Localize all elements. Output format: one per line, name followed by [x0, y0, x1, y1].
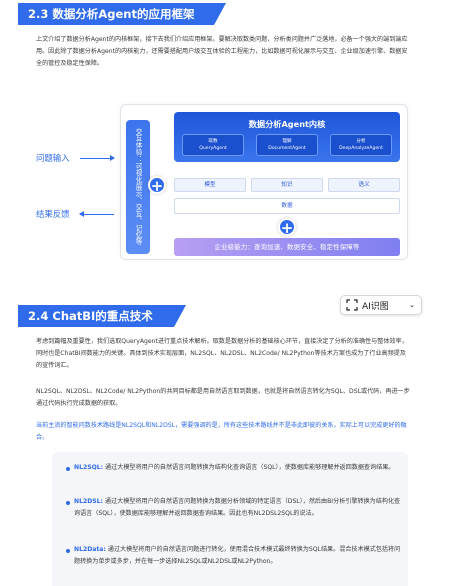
ai-widget-label: AI识图 — [362, 301, 389, 312]
ai-image-recognition-button[interactable]: AI识图 ⌄ — [340, 295, 422, 315]
document-agent-en: DocumentAgent — [268, 146, 306, 151]
bullet-text: 通过大模型将用户的自然语言问题进行转化，使用混合技术模式最终转换为SQL结果。混… — [74, 546, 401, 566]
model-module: 模型 — [174, 178, 246, 192]
bullet-text: 通过大模型将用户的自然语言问题转换为数据分析领域的特定语言（DSL），然后由BI… — [74, 498, 401, 518]
agent-kernel-box: 数据分析Agent内核 取数 QueryAgent 理解 DocumentAge… — [174, 112, 400, 162]
section-2-4-paragraph-2: NL2SQL、NL2DSL、NL2Code/ NL2Python的共同目标都是用… — [36, 388, 410, 408]
enterprise-capability-bar: 企业级能力：查询加速、数据安全、稳定性保障等 — [174, 238, 400, 256]
section-2-4-highlight: 当前主流的智能问数技术路线是NL2SQL和NL2DSL，需要强调的是，所有这些技… — [36, 422, 407, 442]
input-arrow — [80, 154, 115, 162]
tech-routes-box: NL2SQL: 通过大模型将用户的自然语言问题转换为结构化查询语言（SQL），使… — [52, 452, 408, 586]
plus-icon-2: + — [278, 218, 296, 237]
feedback-arrow — [79, 210, 114, 218]
bullet-term: NL2Data: — [74, 546, 106, 553]
section-heading-2-3: 2.3 数据分析Agent的应用框架 — [18, 3, 226, 25]
data-layer: 数据 — [174, 198, 400, 214]
section-2-3-paragraph: 上文介绍了数据分析Agent的内核框架，接下去我们介绍应用框架。要解决取数类问题… — [36, 36, 408, 68]
document-agent-card: 理解 DocumentAgent — [256, 134, 318, 156]
deep-analyze-agent-card: 分析 DeepAnalyzeAgent — [330, 134, 392, 156]
list-item: NL2DSL: 通过大模型将用户的自然语言问题转换为数据分析领域的特定语言（DS… — [66, 496, 402, 521]
bullet-dot — [66, 466, 70, 471]
knowledge-module: 知识 — [251, 178, 323, 192]
scan-icon — [346, 299, 358, 311]
bullet-dot — [66, 548, 70, 553]
question-input-label: 问题输入 — [36, 153, 70, 163]
list-item: NL2SQL: 通过大模型将用户的自然语言问题转换为结构化查询语言（SQL），使… — [66, 462, 402, 474]
interaction-experience-bar: 交互体验：可视化展示、交互、记忆等 — [126, 120, 150, 254]
query-agent-card: 取数 QueryAgent — [182, 134, 244, 156]
deep-analyze-agent-en: DeepAnalyzeAgent — [339, 146, 383, 151]
section-2-4-paragraph-1: 考虑到篇幅及重要性，我们选取QueryAgent进行重点技术解析。取数是数据分析… — [36, 338, 408, 370]
document-agent-cn: 理解 — [282, 139, 292, 144]
enterprise-capability-label: 企业级能力：查询加速、数据安全、稳定性保障等 — [214, 243, 360, 251]
section-heading-2-4: 2.4 ChatBI的重点技术解析 — [18, 305, 186, 327]
deep-analyze-agent-cn: 分析 — [356, 139, 366, 144]
bullet-term: NL2SQL: — [74, 464, 104, 471]
plus-icon: + — [148, 176, 166, 195]
bullet-dot — [66, 500, 70, 505]
bullet-term: NL2DSL: — [74, 498, 103, 505]
result-feedback-label: 结果反馈 — [36, 209, 70, 219]
bullet-text: 通过大模型将用户的自然语言问题转换为结构化查询语言（SQL），使数据库能够理解并… — [103, 464, 395, 471]
chevron-down-icon[interactable]: ⌄ — [409, 301, 415, 309]
semantic-module: 语义 — [328, 178, 400, 192]
app-framework-diagram: 问题输入 结果反馈 交互体验：可视化展示、交互、记忆等 + 数据分析Agent内… — [36, 98, 412, 268]
query-agent-cn: 取数 — [208, 139, 218, 144]
kernel-title: 数据分析Agent内核 — [248, 119, 326, 129]
query-agent-en: QueryAgent — [199, 146, 227, 151]
list-item: NL2Data: 通过大模型将用户的自然语言问题进行转化，使用混合技术模式最终转… — [66, 544, 402, 569]
